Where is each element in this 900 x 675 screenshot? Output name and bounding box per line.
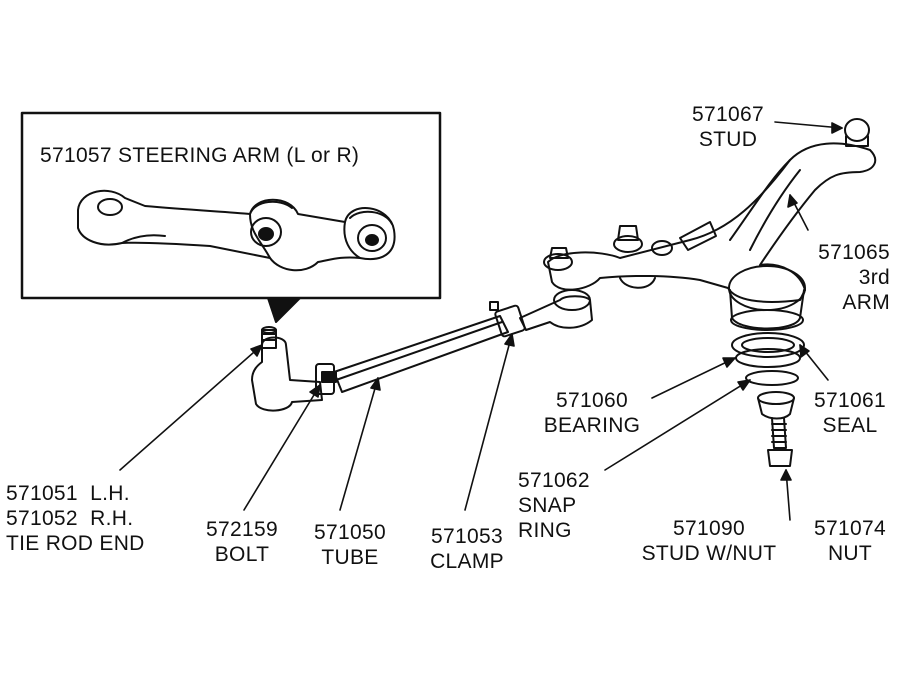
part-name: STUD bbox=[698, 128, 758, 151]
part-number: 571062 bbox=[518, 469, 590, 492]
label-snap-ring: 571062 SNAP RING bbox=[518, 468, 618, 543]
label-stud: 571067 STUD bbox=[678, 102, 778, 152]
label-seal: 571061 SEAL bbox=[800, 388, 900, 438]
label-third-arm: 571065 3rd ARM bbox=[780, 240, 890, 315]
part-number: 571074 bbox=[814, 517, 886, 540]
part-number: 571052 R.H. bbox=[6, 507, 134, 530]
label-stud-with-nut: 571090 STUD W/NUT bbox=[625, 516, 793, 566]
part-name: SNAP bbox=[518, 494, 577, 517]
inset-steering-arm bbox=[77, 189, 396, 272]
leader-lines bbox=[119, 121, 843, 521]
part-number: 571065 bbox=[818, 241, 890, 264]
part-name: NUT bbox=[827, 542, 873, 565]
inset-box bbox=[20, 111, 442, 300]
part-number: 572159 bbox=[206, 518, 278, 541]
part-number: 571051 L.H. bbox=[6, 482, 130, 505]
label-bearing: 571060 BEARING bbox=[530, 388, 654, 438]
part-number: 571050 bbox=[314, 521, 386, 544]
part-name: RING bbox=[518, 519, 572, 542]
inset-title: 571057 STEERING ARM (L or R) bbox=[40, 144, 360, 167]
part-number: 571090 bbox=[673, 517, 745, 540]
label-bolt: 572159 BOLT bbox=[192, 517, 292, 567]
part-name: SEAL bbox=[822, 414, 878, 437]
label-nut: 571074 NUT bbox=[800, 516, 900, 566]
part-name: STUD W/NUT bbox=[641, 542, 777, 565]
inset-pointer bbox=[267, 297, 301, 323]
ball-joint-stack bbox=[728, 265, 806, 467]
label-clamp: 571053 CLAMP bbox=[415, 524, 519, 574]
tie-rod-tube bbox=[333, 315, 509, 393]
label-tie-rod-end: 571051 L.H. 571052 R.H. TIE ROD END bbox=[6, 481, 206, 556]
part-name: CLAMP bbox=[430, 550, 504, 573]
part-name: BEARING bbox=[543, 414, 641, 437]
part-number: 571053 bbox=[431, 525, 503, 548]
third-arm-body bbox=[543, 118, 877, 303]
part-name: TIE ROD END bbox=[6, 532, 145, 555]
right-tie-rod-end bbox=[519, 289, 593, 331]
part-name: 3rd bbox=[858, 266, 890, 289]
part-name: BOLT bbox=[214, 543, 270, 566]
part-number: 571067 bbox=[692, 103, 764, 126]
part-name: ARM bbox=[842, 291, 890, 314]
part-name: TUBE bbox=[321, 546, 379, 569]
label-tube: 571050 TUBE bbox=[300, 520, 400, 570]
part-number: 571061 bbox=[814, 389, 886, 412]
tie-rod-end bbox=[251, 326, 323, 412]
part-number: 571060 bbox=[556, 389, 628, 412]
